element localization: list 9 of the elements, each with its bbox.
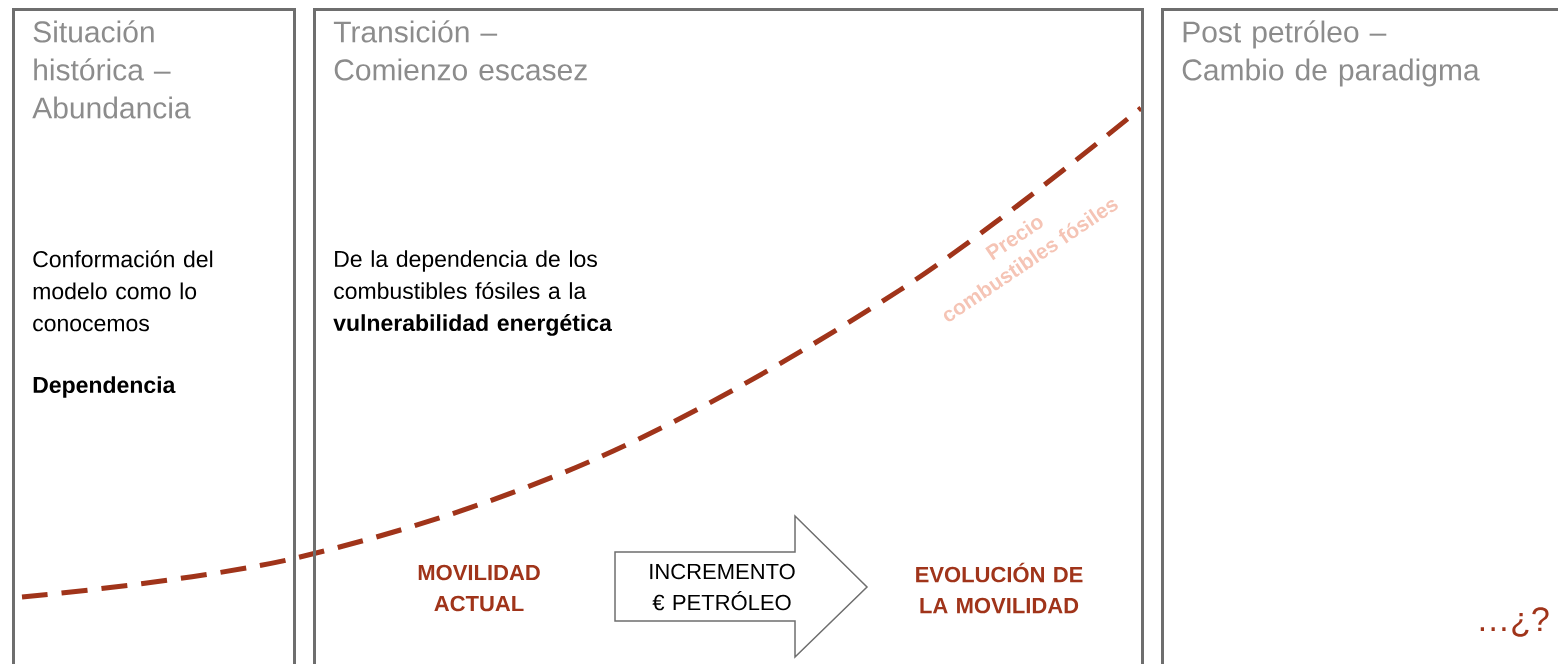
mobility-label: MOVILIDAD ACTUAL [418, 564, 540, 612]
question-mark-text: …¿? [1480, 607, 1549, 637]
panel-heading: Transición – Comienzo escasez [333, 20, 587, 81]
mobility-label: EVOLUCIÓN DE LA MOVILIDAD [916, 562, 1083, 614]
panel-heading: Situación histórica – Abundancia [32, 20, 191, 119]
body-text: Dependencia [33, 376, 176, 398]
body-text: Conformación del modelo como lo conocemos [33, 250, 213, 332]
body-text: De la dependencia de los combustibles fósiles a la vulnerabilidad energética [333, 250, 612, 336]
panel-heading: Post petróleo – Cambio de paradigma [1182, 20, 1480, 87]
